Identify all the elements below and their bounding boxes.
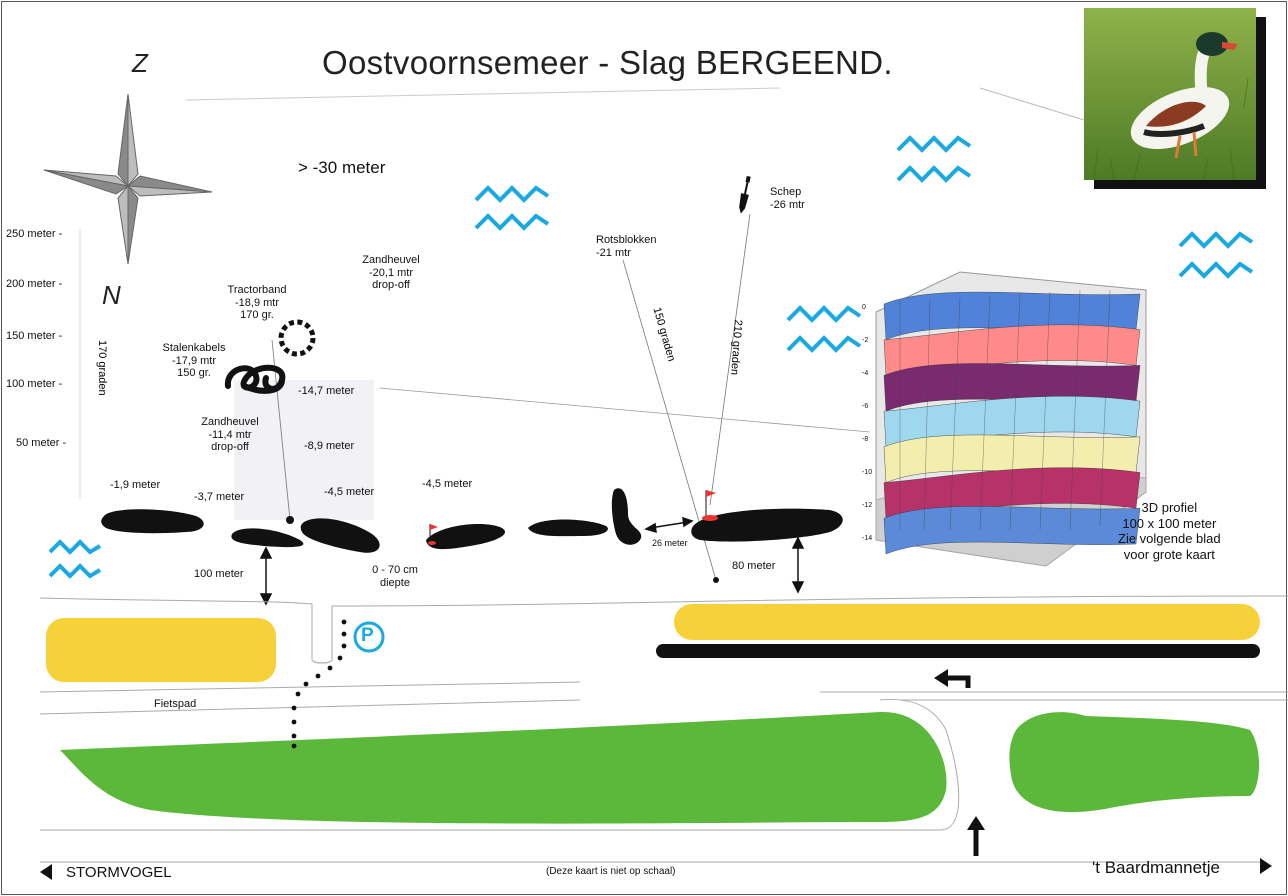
scale-label-100: 100 meter - [6,378,63,390]
compass-rose-icon [43,93,213,265]
scale-label-200: 200 meter - [6,278,63,290]
depth-label-3-7: -3,7 meter [194,491,245,503]
profile-3d-z-tick: -14 [862,535,873,542]
depth-label-14-7: -14,7 meter [298,385,355,397]
footer-center-label: (Deze kaart is niet op schaal) [546,866,676,877]
profile-3d-z-tick: -10 [862,469,873,476]
profile-3d-z-tick: -6 [862,403,869,410]
depth-label-4-5-a: -4,5 meter [324,486,375,498]
water-wave-icons [48,135,1254,579]
bearing-label-170: 170 graden [96,340,108,396]
feature-zandheuvel-deep: Zandheuvel -20,1 mtr drop-off [362,254,420,292]
distance-label-26m: 26 meter [652,538,688,548]
feature-rotsblokken: Rotsblokken -21 mtr [596,234,657,259]
dive-flag-icons [428,490,718,546]
tractor-tyre-icon [278,319,316,357]
shallow-zone-shading [234,380,374,520]
footer-left-label: STORMVOGEL [66,864,172,881]
road-right [656,644,1260,658]
shelduck-photo [1084,8,1256,180]
feature-zandheuvel-shallow: Zandheuvel -11,4 mtr drop-off [201,416,259,454]
distance-label-100m: 100 meter [194,568,244,580]
scale-label-50: 50 meter - [16,437,67,449]
depth-label-8-9: -8,9 meter [304,440,355,452]
feature-tractorband: Tractorband -18,9 mtr 170 gr. [227,284,287,322]
profile-3d-caption: 3D profiel 100 x 100 meter Zie volgende … [1118,500,1221,562]
distance-arrows [259,516,805,606]
arrow-left-icon [40,864,52,880]
arrow-right-icon [1260,858,1272,874]
shovel-icon [739,175,751,214]
steel-cables-icon [225,364,286,394]
page-title: Oostvoornsemeer - Slag BERGEEND. [322,44,893,81]
scale-label-250: 250 meter - [6,228,63,240]
compass-label-bottom: N [102,280,121,310]
footer-right-label: 't Baardmannetje [1092,858,1220,877]
feature-schep: Schep -26 mtr [770,186,805,211]
profile-3d-z-tick: 0 [862,304,866,311]
profile-3d-z-tick: -8 [862,436,869,443]
shoreline-lines [39,595,1288,863]
depth-label-4-5-b: -4,5 meter [422,478,473,490]
parking-area-left [46,618,276,682]
grass-area-left [60,711,947,824]
profile-3d-z-tick: -4 [862,370,869,377]
feature-stalenkabels: Stalenkabels -17,9 mtr 150 gr. [162,342,226,380]
bearing-line-210 [709,213,751,506]
profile-3d-z-tick: -2 [862,337,869,344]
parking-letter: P [361,625,374,646]
rock-formations [101,488,843,553]
grass-area-right [1009,712,1260,813]
fietspad-label: Fietspad [154,698,197,710]
footpath-dots [291,619,347,749]
shallow-depth-label: 0 - 70 cm diepte [372,564,418,589]
profile-3d-chart [875,271,1147,567]
parking-sign-icon [353,621,385,653]
scale-label-150: 150 meter - [6,330,63,342]
beach-strip-right [674,604,1260,640]
distance-label-80m: 80 meter [732,560,776,572]
depth-far-label: > -30 meter [298,158,386,177]
depth-label-1-9: -1,9 meter [110,479,161,491]
turn-arrow-icons [946,675,979,856]
compass-label-top: Z [132,48,148,78]
profile-3d-z-tick: -12 [862,502,873,509]
